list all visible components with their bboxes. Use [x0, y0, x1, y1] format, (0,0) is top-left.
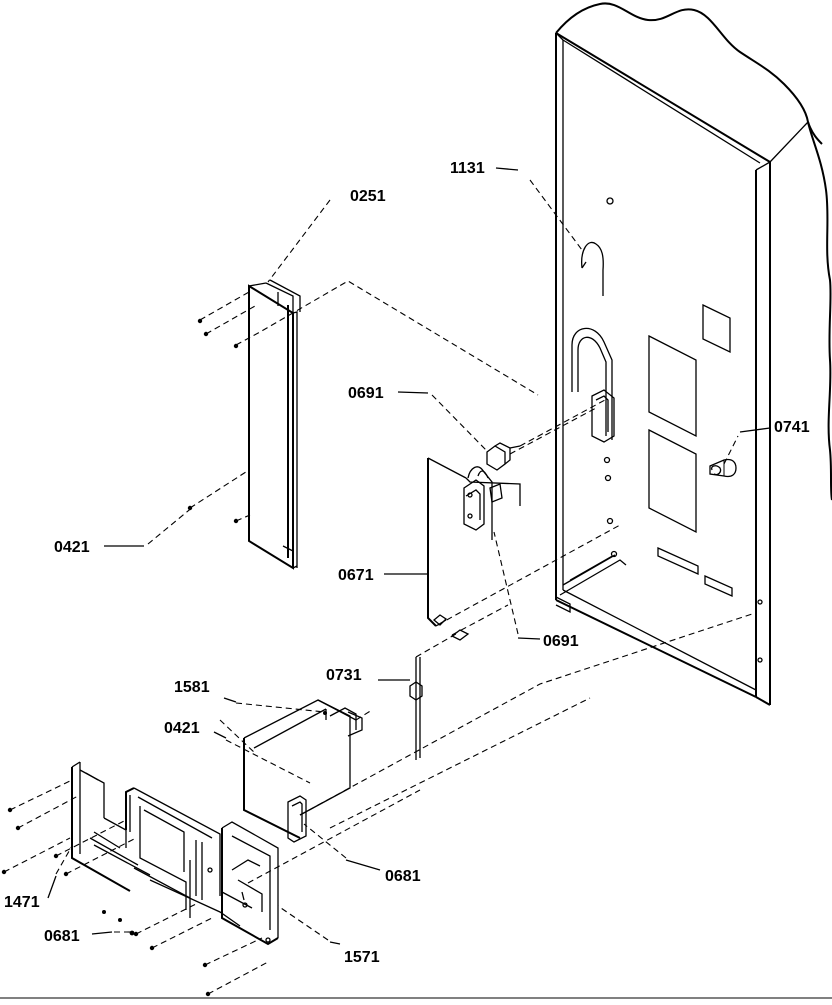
- screw-set-lower: [1, 779, 269, 997]
- callout-1131: 1131: [450, 160, 485, 177]
- callout-0691-lower: 0691: [543, 633, 579, 650]
- tube-0731: [409, 604, 509, 760]
- assembly-leader-lines: [247, 613, 753, 884]
- callout-labels: 1131 0251 0691 0741 0421 0671 0691 0731 …: [4, 160, 810, 966]
- callout-0421-upper: 0421: [54, 539, 90, 556]
- screw-set-upper: [187, 280, 539, 524]
- callout-0671: 0671: [338, 567, 374, 584]
- callout-1471: 1471: [4, 894, 40, 911]
- frame-1471: [71, 761, 221, 918]
- callout-0741: 0741: [774, 419, 810, 436]
- bracket-1581: [219, 699, 373, 839]
- frame-1571: [133, 821, 279, 946]
- cabinet-liner: [555, 2, 832, 706]
- callout-0421-lower: 0421: [164, 720, 200, 737]
- panel-0251: [248, 279, 301, 570]
- callout-1571: 1571: [344, 949, 380, 966]
- callout-0691-upper: 0691: [348, 385, 384, 402]
- callout-0251: 0251: [350, 188, 386, 205]
- callout-0731: 0731: [326, 667, 362, 684]
- callout-leaders: [47, 167, 771, 945]
- callout-0681-left: 0681: [44, 928, 80, 945]
- callout-0681-right: 0681: [385, 868, 421, 885]
- callout-1581: 1581: [174, 679, 210, 696]
- clip-0681-right: [287, 795, 307, 843]
- bracket-0671: [427, 457, 621, 627]
- clip-0691-upper: [486, 399, 606, 471]
- connector-0741: [709, 458, 737, 478]
